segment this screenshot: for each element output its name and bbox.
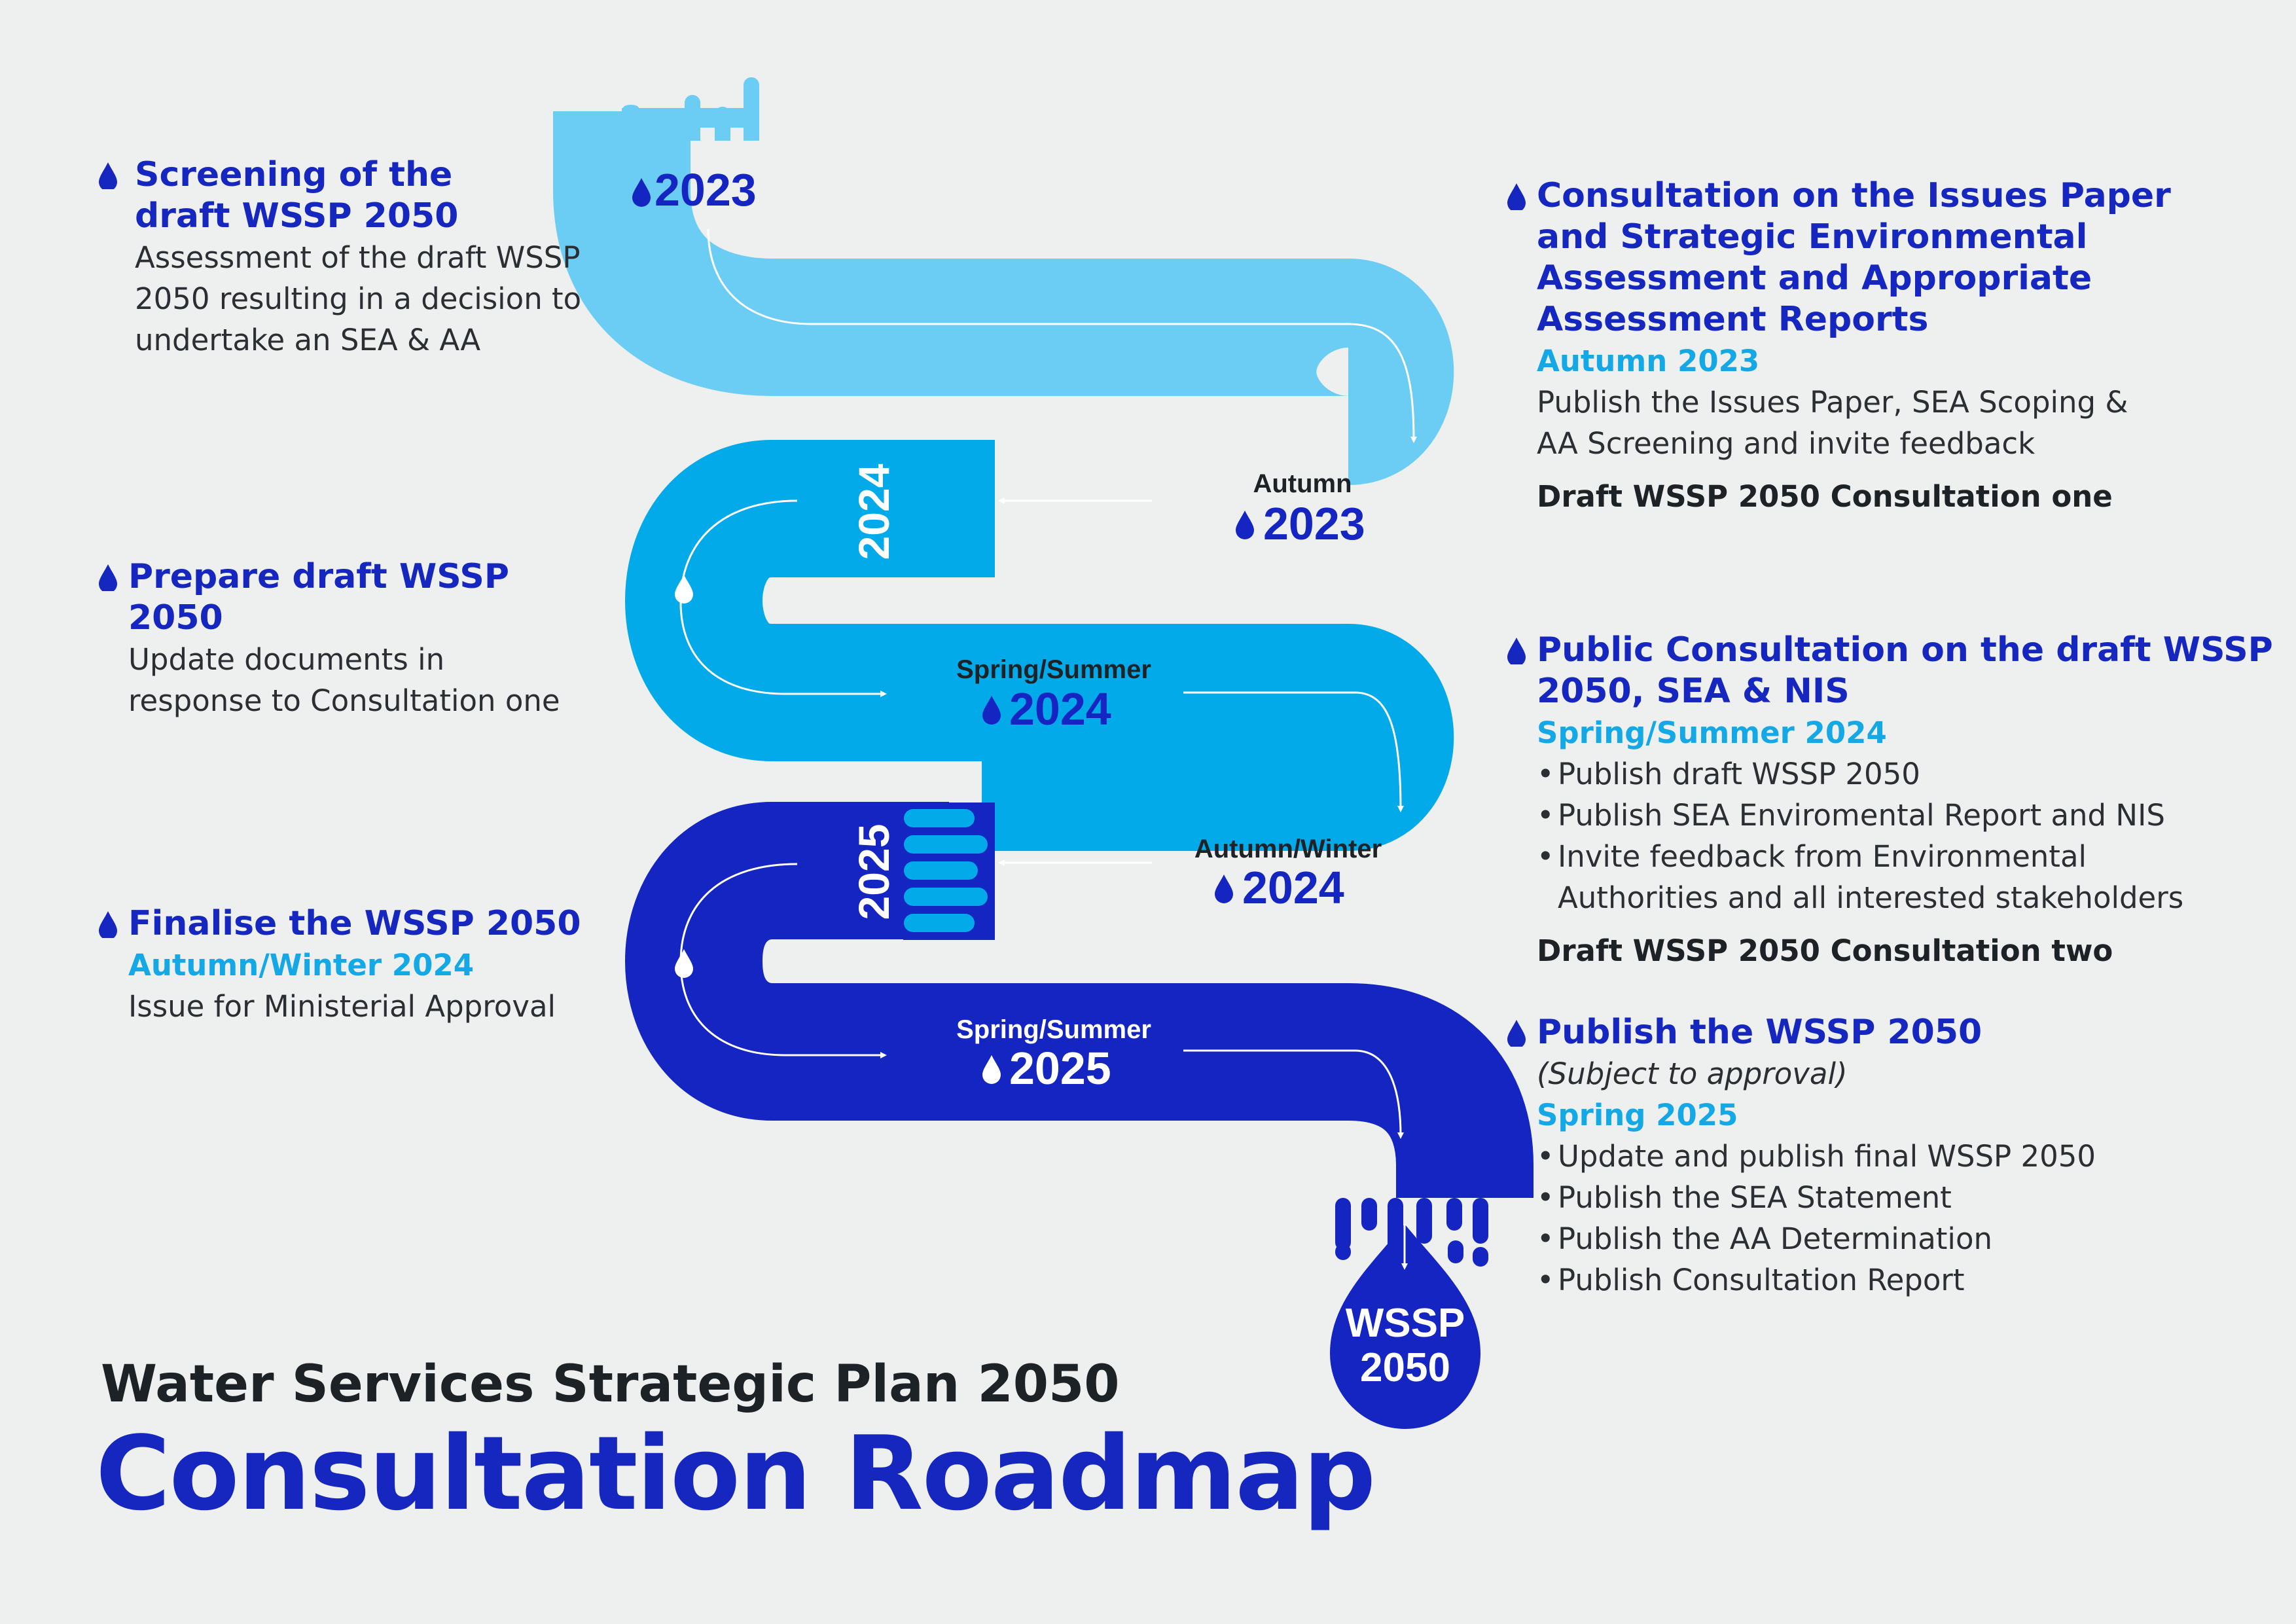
marker-year-2: 2024: [1009, 683, 1111, 734]
drip-fringe-top: [622, 77, 759, 141]
footer-title: Consultation Roadmap: [96, 1414, 1376, 1533]
step-title: Publish the WSSP 2050: [1537, 1013, 1982, 1052]
marker-season-1: Autumn: [1253, 469, 1352, 498]
drop-icon: [99, 564, 117, 591]
bullet-item: Publish Consultation Report: [1537, 1259, 2257, 1301]
band-2024: [625, 440, 1454, 851]
marker-year-3: 2024: [1242, 862, 1344, 913]
consultation-label: Draft WSSP 2050 Consultation two: [1537, 933, 2113, 968]
right-step-consultation-one: Consultation on the Issues Paper and Str…: [1537, 175, 2257, 517]
marker-year-4: 2025: [1009, 1043, 1111, 1094]
bullet-item: Publish the AA Determination: [1537, 1218, 2257, 1259]
drop-icon: [99, 911, 117, 938]
drop-icon: [99, 162, 117, 189]
step-title: Screening of the draft WSSP 2050: [135, 155, 459, 236]
end-drop-line1: WSSP: [1346, 1301, 1465, 1346]
bullet-item: Invite feedback from Environmental Autho…: [1537, 836, 2283, 918]
bullet-item: Publish SEA Enviromental Report and NIS: [1537, 795, 2283, 836]
drop-icon: [1507, 638, 1526, 664]
right-step-publish: Publish the WSSP 2050 (Subject to approv…: [1537, 1012, 2257, 1301]
step-title: Consultation on the Issues Paper and Str…: [1537, 176, 2171, 339]
step-description: Update documents in response to Consulta…: [128, 642, 560, 718]
left-step-finalise: Finalise the WSSP 2050 Autumn/Winter 202…: [128, 903, 600, 1027]
drop-icon: [1215, 875, 1233, 903]
left-step-prepare: Prepare draft WSSP 2050 Update documents…: [128, 556, 600, 721]
step-season: Autumn 2023: [1537, 344, 1760, 378]
step-season: Autumn/Winter 2024: [128, 948, 475, 983]
footer-subtitle: Water Services Strategic Plan 2050: [101, 1355, 1120, 1414]
marker-season-4: Spring/Summer: [956, 1015, 1151, 1044]
step-title: Prepare draft WSSP 2050: [128, 557, 509, 638]
marker-season-3: Autumn/Winter: [1194, 835, 1382, 863]
end-drop-shape: [1330, 1224, 1480, 1429]
drop-icon: [1236, 511, 1254, 539]
bullet-list: Publish draft WSSP 2050 Publish SEA Envi…: [1537, 753, 2283, 918]
end-drop-line2: 2050: [1360, 1345, 1450, 1390]
marker-year-1: 2023: [1263, 498, 1365, 549]
start-year: 2023: [655, 164, 757, 215]
bullet-list: Update and publish final WSSP 2050 Publi…: [1537, 1136, 2257, 1301]
drip-fringe-bottom: [1335, 1198, 1488, 1267]
vertical-year-2024: 2024: [850, 463, 898, 560]
consultation-label: Draft WSSP 2050 Consultation one: [1537, 479, 2113, 514]
bullet-item: Update and publish final WSSP 2050: [1537, 1136, 2257, 1177]
finger-joint-2024: [904, 449, 978, 568]
step-title: Public Consultation on the draft WSSP 20…: [1537, 630, 2273, 711]
drop-icon: [1507, 183, 1526, 210]
step-description: Publish the Issues Paper, SEA Scoping & …: [1537, 385, 2128, 461]
vertical-year-2025: 2025: [850, 824, 898, 920]
left-step-screening: Screening of the draft WSSP 2050 Assessm…: [135, 154, 593, 361]
step-season: Spring 2025: [1537, 1098, 1738, 1132]
step-description: Assessment of the draft WSSP 2050 result…: [135, 240, 582, 357]
finger-joint-2025: [904, 809, 988, 932]
step-description: Issue for Ministerial Approval: [128, 989, 556, 1024]
marker-season-2: Spring/Summer: [956, 655, 1151, 684]
right-step-consultation-two: Public Consultation on the draft WSSP 20…: [1537, 630, 2283, 971]
step-season: Spring/Summer 2024: [1537, 715, 1887, 750]
bullet-item: Publish the SEA Statement: [1537, 1177, 2257, 1218]
drop-icon: [1507, 1020, 1526, 1047]
bullet-item: Publish draft WSSP 2050: [1537, 753, 2283, 795]
step-note: (Subject to approval): [1537, 1056, 1848, 1091]
step-title: Finalise the WSSP 2050: [128, 904, 581, 943]
